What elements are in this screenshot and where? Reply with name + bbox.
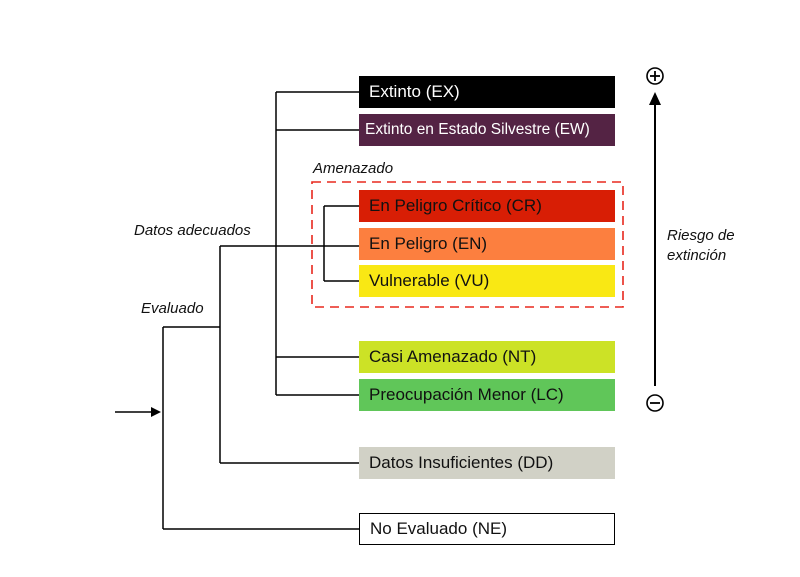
label-evaluado: Evaluado: [141, 300, 204, 317]
label-datos-adecuados: Datos adecuados: [134, 222, 251, 239]
category-ew-label: Extinto en Estado Silvestre (EW): [365, 121, 590, 138]
category-lc: Preocupación Menor (LC): [359, 379, 615, 411]
category-nt-label: Casi Amenazado (NT): [369, 347, 537, 366]
threatened-group-box: [311, 181, 624, 308]
category-ew: Extinto en Estado Silvestre (EW): [359, 114, 615, 146]
category-vu-label: Vulnerable (VU): [369, 271, 490, 290]
risk-arrow-head: [649, 92, 661, 105]
circled-minus-icon: [646, 394, 664, 412]
category-vu: Vulnerable (VU): [359, 265, 615, 297]
category-en-label: En Peligro (EN): [369, 234, 488, 253]
entry-arrow-head: [151, 407, 161, 417]
risk-label: Riesgo de extinción: [667, 226, 735, 266]
circled-plus-icon: [646, 67, 664, 85]
category-dd-label: Datos Insuficientes (DD): [369, 453, 554, 472]
category-ex-label: Extinto (EX): [369, 82, 460, 101]
category-nt: Casi Amenazado (NT): [359, 341, 615, 373]
category-ex: Extinto (EX): [359, 76, 615, 108]
category-lc-label: Preocupación Menor (LC): [369, 385, 564, 404]
risk-label-line1: Riesgo de: [667, 227, 735, 244]
category-cr: En Peligro Crítico (CR): [359, 190, 615, 222]
category-ne: No Evaluado (NE): [359, 513, 615, 545]
label-amenazado: Amenazado: [313, 160, 394, 177]
category-cr-label: En Peligro Crítico (CR): [369, 196, 542, 215]
risk-label-line2: extinción: [667, 247, 727, 264]
category-dd: Datos Insuficientes (DD): [359, 447, 615, 479]
category-ne-label: No Evaluado (NE): [370, 519, 508, 538]
category-en: En Peligro (EN): [359, 228, 615, 260]
